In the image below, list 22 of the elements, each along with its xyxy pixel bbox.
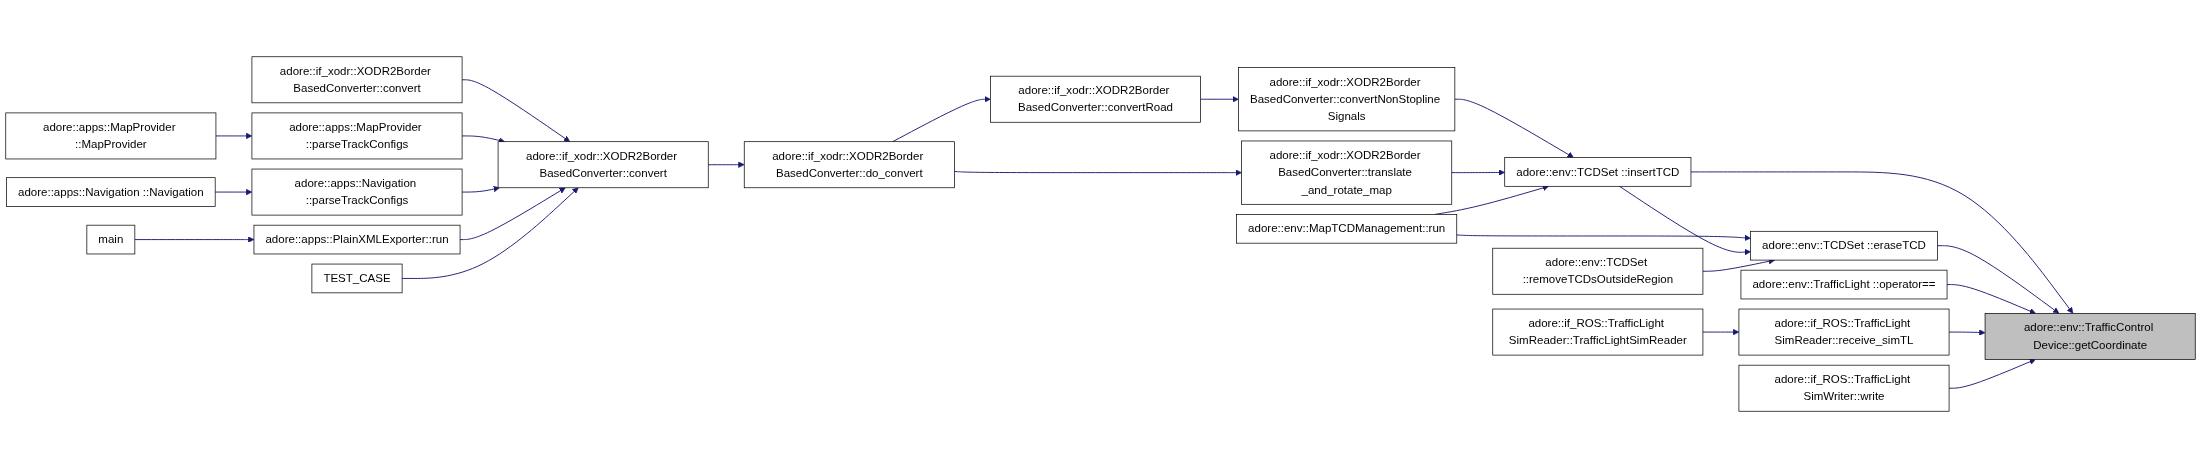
node-box: adore::if_xodr::XODR2Border BasedConverter::convert — [251, 56, 463, 104]
node-box: adore::if_xodr::XODR2Border BasedConverter::convert — [497, 141, 709, 189]
node-box: adore::env::MapTCDManagement::run — [1236, 214, 1458, 244]
node-box: adore::env::TCDSet ::removeTCDsOutsideRegion — [1492, 247, 1704, 295]
node-box: adore::env::TCDSet ::insertTCD — [1504, 157, 1692, 187]
node-box: adore::apps::Navigation ::parseTrackConfigs — [251, 168, 463, 216]
node-box: adore::if_xodr::XODR2Border BasedConverter::translate _and_rotate_map — [1241, 140, 1453, 205]
node-box: adore::apps::PlainXMLExporter::run — [253, 224, 461, 255]
node-box: TEST_CASE — [311, 263, 403, 294]
node-box: adore::if_ROS::TrafficLight SimReader::receive_simTL — [1738, 308, 1950, 356]
node-box: adore::if_ROS::TrafficLight SimReader::TrafficLightSimReader — [1492, 308, 1704, 356]
node-box: adore::env::TrafficControl Device::getCoordinate — [1984, 313, 2196, 360]
node-box: adore::apps::MapProvider ::parseTrackConfigs — [251, 112, 463, 160]
node-box: adore::env::TCDSet ::eraseTCD — [1750, 230, 1938, 261]
node-box: adore::if_xodr::XODR2Border BasedConverter::do_convert — [743, 141, 955, 189]
node-box: adore::if_xodr::XODR2Border BasedConverter::convertRoad — [990, 75, 1201, 123]
node-box: adore::apps::Navigation ::Navigation — [6, 177, 216, 207]
node-box: main — [86, 224, 136, 255]
node-box: adore::apps::MapProvider ::MapProvider — [5, 112, 217, 160]
node-box: adore::if_xodr::XODR2Border BasedConverter::convertNonStopline Signals — [1238, 67, 1456, 132]
node-box: adore::if_ROS::TrafficLight SimWriter::write — [1738, 364, 1950, 412]
node-box: adore::env::TrafficLight ::operator== — [1740, 269, 1948, 300]
